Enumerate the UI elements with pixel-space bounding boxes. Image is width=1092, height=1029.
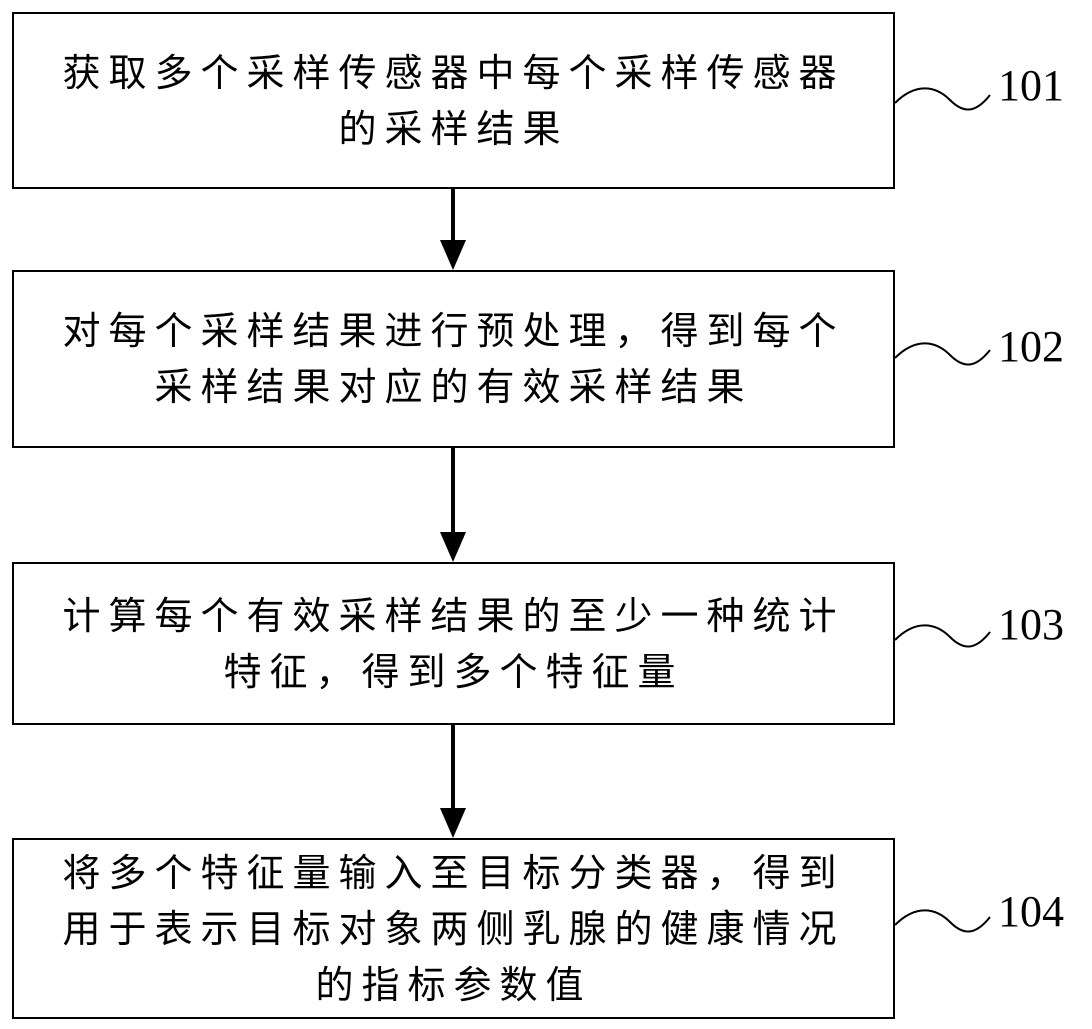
arrow-102-to-103: [440, 448, 466, 562]
leader-line-101: [895, 88, 990, 109]
step-text-101: 获取多个采样传感器中每个采样传感器 的采样结果: [52, 45, 854, 157]
step-text-104: 将多个特征量输入至目标分类器，得到 用于表示目标对象两侧乳腺的健康情况 的指标参…: [52, 845, 854, 1013]
step-number-101: 101: [998, 64, 1064, 108]
step-text-103: 计算每个有效采样结果的至少一种统计 特征，得到多个特征量: [52, 588, 854, 700]
leader-line-103: [895, 625, 990, 646]
step-number-103: 103: [998, 603, 1064, 647]
leader-line-102: [895, 343, 990, 364]
step-number-104: 104: [998, 890, 1064, 934]
step-number-102: 102: [998, 325, 1064, 369]
step-box-102: 对每个采样结果进行预处理，得到每个 采样结果对应的有效采样结果: [12, 270, 895, 448]
step-box-101: 获取多个采样传感器中每个采样传感器 的采样结果: [12, 12, 895, 189]
leader-line-104: [895, 910, 990, 931]
step-box-104: 将多个特征量输入至目标分类器，得到 用于表示目标对象两侧乳腺的健康情况 的指标参…: [12, 838, 895, 1019]
arrow-103-to-104: [440, 725, 466, 838]
step-text-102: 对每个采样结果进行预处理，得到每个 采样结果对应的有效采样结果: [52, 303, 854, 415]
arrow-101-to-102: [440, 189, 466, 270]
step-box-103: 计算每个有效采样结果的至少一种统计 特征，得到多个特征量: [12, 562, 895, 725]
